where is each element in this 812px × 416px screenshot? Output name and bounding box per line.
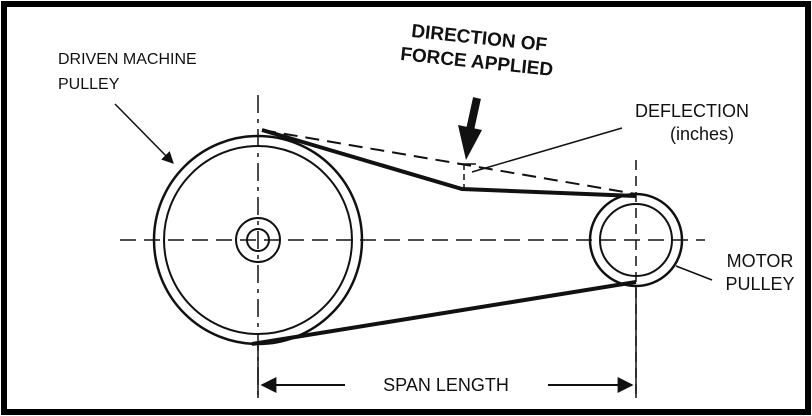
deflection-leader	[471, 127, 623, 173]
deflection-label-line1: DEFLECTION	[635, 101, 749, 121]
motor-pulley-label-line2: PULLEY	[725, 274, 794, 294]
force-arrow-icon	[458, 97, 482, 160]
belt-bottom-span	[251, 280, 637, 346]
driven-pulley-label-line1: DRIVEN MACHINE	[58, 51, 197, 68]
belt-top-span-deflected	[261, 128, 637, 198]
belt	[251, 128, 637, 346]
driven-pulley-leader	[114, 103, 174, 164]
motor-pulley-label-line1: MOTOR	[727, 251, 794, 271]
span-length-label: SPAN LENGTH	[383, 375, 509, 395]
driven-pulley-label-line2: PULLEY	[58, 76, 120, 93]
force-label-group: DIRECTION OF FORCE APPLIED	[399, 21, 554, 81]
motor-pulley-leader	[675, 265, 713, 281]
belt-undeflected-reference	[261, 129, 637, 195]
deflection-label-line2: (inches)	[670, 124, 734, 144]
